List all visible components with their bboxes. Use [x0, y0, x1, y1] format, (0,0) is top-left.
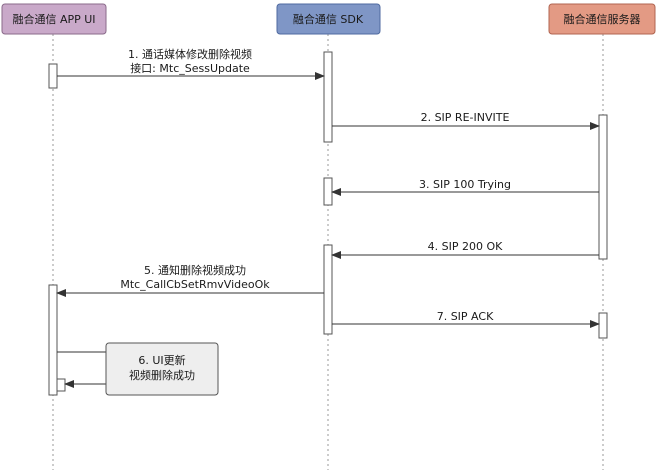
message-1-label-line-1: 1. 通话媒体修改删除视频 [128, 47, 252, 61]
participant-app-label: 融合通信 APP UI [12, 12, 95, 26]
participant-sdk-box [276, 3, 381, 35]
message-3-label: 3. SIP 100 Trying [419, 178, 511, 191]
participant-app-box [1, 3, 107, 35]
message-2: 2. SIP RE-INVITE [332, 111, 600, 130]
message-1-label-line-2: 接口: Mtc_SessUpdate [130, 62, 250, 75]
message-7-label: 7. SIP ACK [437, 310, 494, 323]
participant-server: 融合通信服务器 [548, 3, 656, 35]
activation-server-1 [598, 114, 608, 260]
message-3: 3. SIP 100 Trying [331, 178, 599, 196]
note-ui-update: 6. UI更新 视频删除成功 [105, 342, 219, 396]
message-4-label: 4. SIP 200 OK [428, 240, 503, 253]
message-5-label-line-2: Mtc_CallCbSetRmvVideoOk [120, 278, 270, 291]
activation-sdk-2 [323, 177, 333, 206]
activation-sdk-3 [323, 244, 333, 335]
message-5: 5. 通知删除视频成功 Mtc_CallCbSetRmvVideoOk [56, 263, 324, 297]
participant-sdk: 融合通信 SDK [276, 3, 381, 35]
participant-server-box [548, 3, 656, 35]
message-4: 4. SIP 200 OK [331, 240, 599, 259]
participant-server-label: 融合通信服务器 [564, 12, 641, 26]
message-7: 7. SIP ACK [332, 310, 600, 328]
message-1: 1. 通话媒体修改删除视频 接口: Mtc_SessUpdate [57, 47, 325, 80]
message-5-label-line-1: 5. 通知删除视频成功 [144, 263, 246, 277]
activation-server-2 [598, 312, 608, 339]
activation-app-self [56, 378, 66, 392]
note-line-1: 6. UI更新 [138, 353, 185, 367]
message-2-label: 2. SIP RE-INVITE [421, 111, 510, 124]
activation-app-2 [48, 284, 58, 396]
note-line-2: 视频删除成功 [129, 368, 195, 382]
participant-sdk-label: 融合通信 SDK [293, 12, 364, 26]
activation-sdk-1 [323, 51, 333, 143]
activation-app-1 [48, 63, 58, 89]
participant-app: 融合通信 APP UI [1, 3, 107, 35]
note-box [105, 342, 219, 396]
